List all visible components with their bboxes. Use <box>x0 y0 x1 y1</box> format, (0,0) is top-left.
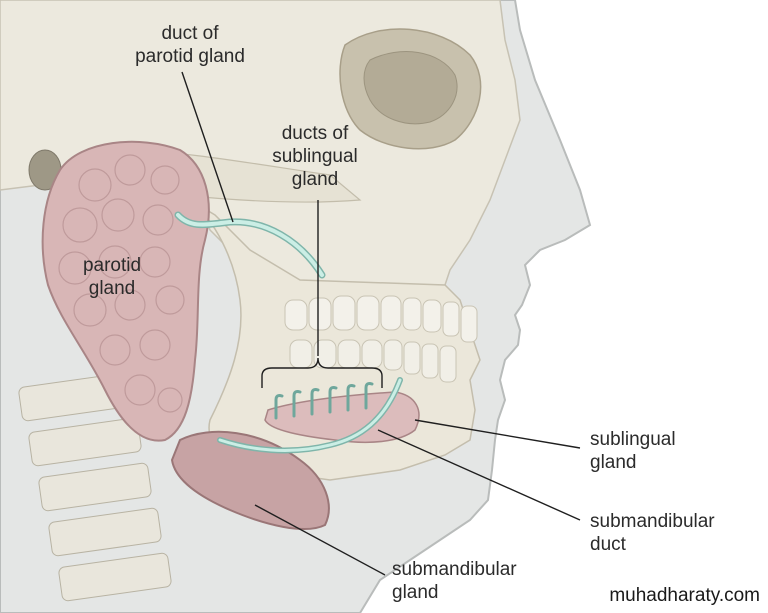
leader-submandibular-gland <box>254 504 386 576</box>
label-line: submandibular <box>392 559 517 580</box>
label-submandibular-gland: submandibular gland <box>392 558 517 604</box>
watermark: muhadharaty.com <box>609 585 760 606</box>
leader-parotid-duct <box>181 71 234 223</box>
leader-submandibular-duct <box>377 429 581 521</box>
label-line: parotid <box>82 255 142 276</box>
cervical-vertebrae <box>18 372 172 602</box>
sublingual-ducts-bracket <box>261 357 383 388</box>
label-line: duct <box>590 534 626 555</box>
label-line: sublingual <box>590 429 676 450</box>
label-line: parotid gland <box>135 46 245 67</box>
sublingual-ducts <box>274 382 374 420</box>
label-line: gland <box>392 582 439 603</box>
leader-lines <box>181 71 581 576</box>
leader-sublingual-gland <box>414 419 581 449</box>
lower-teeth <box>289 339 457 383</box>
label-line: gland <box>590 452 637 473</box>
label-line: submandibular <box>590 511 715 532</box>
label-submandibular-duct: submandibular duct <box>590 510 715 556</box>
sublingual-gland <box>264 391 420 444</box>
label-ducts-of-sublingual-gland: ducts of sublingual gland <box>245 122 385 191</box>
label-line: gland <box>291 169 339 190</box>
parotid-lobules <box>58 154 185 413</box>
label-line: sublingual <box>272 146 358 167</box>
label-parotid-gland: parotid gland <box>62 254 162 300</box>
label-line: gland <box>88 278 136 299</box>
submandibular-gland <box>170 430 330 531</box>
label-duct-of-parotid-gland: duct of parotid gland <box>110 22 270 68</box>
label-sublingual-gland: sublingual gland <box>590 428 676 474</box>
label-line: ducts of <box>281 123 349 144</box>
label-line: duct of <box>161 23 219 44</box>
parotid-gland <box>41 140 210 442</box>
upper-teeth <box>284 295 478 343</box>
orbit-inner <box>363 51 458 125</box>
